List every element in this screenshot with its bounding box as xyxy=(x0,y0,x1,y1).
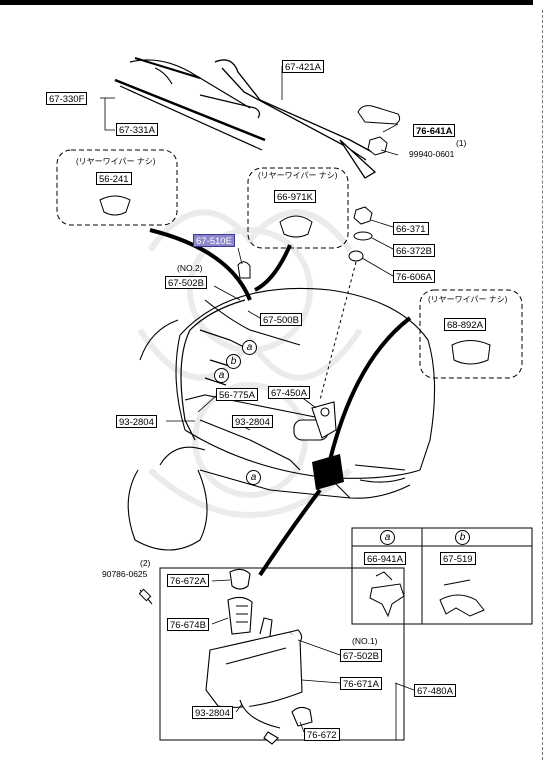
label-no1: (NO.1) xyxy=(352,636,378,646)
leader-arc-right xyxy=(328,316,412,461)
callout-a-2: a xyxy=(214,368,229,383)
note-rear-wiper-3: (リヤーワイパー ナシ) xyxy=(428,295,508,304)
callout-a-3: a xyxy=(246,470,261,485)
qty-1: (1) xyxy=(456,138,467,148)
label-93-2804-bottom: 93-2804 xyxy=(192,706,233,719)
label-67-421A: 67-421A xyxy=(282,60,324,73)
label-66-371: 66-371 xyxy=(393,222,429,235)
label-67-500B: 67-500B xyxy=(260,313,302,326)
clip-header-a: a xyxy=(380,530,395,545)
plug-68-892A xyxy=(451,340,491,365)
label-67-330F: 67-330F xyxy=(46,92,88,105)
clip-67-519-shape xyxy=(439,579,485,617)
label-76-606A: 76-606A xyxy=(393,270,435,283)
label-99940-0601: 99940-0601 xyxy=(409,149,455,159)
label-66-372B: 66-372B xyxy=(393,244,435,257)
washer-tank-assembly xyxy=(205,568,313,745)
label-67-502B-top: 67-502B xyxy=(165,276,207,289)
label-76-672A: 76-672A xyxy=(167,574,209,587)
callout-box-56-241 xyxy=(56,149,178,226)
label-67-502B-bottom: 67-502B xyxy=(340,649,382,662)
label-93-2804-mid: 93-2804 xyxy=(232,415,273,428)
note-rear-wiper-2: (リヤーワイパー ナシ) xyxy=(258,171,338,180)
bolt-90786-0625 xyxy=(138,588,153,605)
grommet-66-971K xyxy=(279,215,313,238)
callout-a-1: a xyxy=(242,340,257,355)
wiper-arm xyxy=(214,59,377,179)
clip-header-b: b xyxy=(455,530,470,545)
hose-lines xyxy=(180,299,301,471)
page-edge-dashes xyxy=(542,10,543,760)
label-66-941A: 66-941A xyxy=(364,552,406,565)
label-no2: (NO.2) xyxy=(177,263,203,273)
nozzle-67-510E xyxy=(237,261,251,279)
plug-56-241 xyxy=(99,195,131,216)
leader-arc-mid xyxy=(254,244,292,292)
callout-b: b xyxy=(226,354,241,369)
label-76-672: 76-672 xyxy=(304,728,340,741)
label-93-2804-left: 93-2804 xyxy=(116,415,157,428)
clip-detail-box xyxy=(351,527,533,625)
label-leaders xyxy=(100,66,399,431)
label-76-671A: 76-671A xyxy=(340,677,382,690)
callout-box-68-892A xyxy=(419,289,523,379)
clip-66-941A-shape xyxy=(369,571,405,618)
label-68-892A: 68-892A xyxy=(444,318,486,331)
label-76-674B: 76-674B xyxy=(167,618,209,631)
tank-group-box xyxy=(159,567,405,741)
wiper-motor-67-450A xyxy=(293,401,337,441)
label-67-480A: 67-480A xyxy=(414,684,456,697)
top-rule xyxy=(0,0,533,5)
label-56-241: 56-241 xyxy=(96,172,132,185)
qty-2: (2) xyxy=(140,558,151,568)
pivot-link-line xyxy=(319,261,357,401)
cap-76-641A xyxy=(357,105,401,125)
label-90786-0625: 90786-0625 xyxy=(102,569,148,579)
label-67-519: 67-519 xyxy=(440,552,476,565)
leader-arc-left xyxy=(149,228,252,301)
label-67-510E-selected[interactable]: 67-510E xyxy=(193,234,235,247)
reservoir-on-vehicle xyxy=(312,454,344,490)
label-67-331A: 67-331A xyxy=(116,123,158,136)
callout-box-66-971K xyxy=(247,167,349,249)
label-67-450A: 67-450A xyxy=(268,386,310,399)
label-56-775A: 56-775A xyxy=(216,388,258,401)
note-rear-wiper-1: (リヤーワイパー ナシ) xyxy=(76,157,156,166)
leader-arc-tank xyxy=(258,488,322,577)
label-76-641A: 76-641A xyxy=(413,124,456,137)
label-66-971K: 66-971K xyxy=(274,190,316,203)
wiper-blade-assembly xyxy=(114,57,266,151)
